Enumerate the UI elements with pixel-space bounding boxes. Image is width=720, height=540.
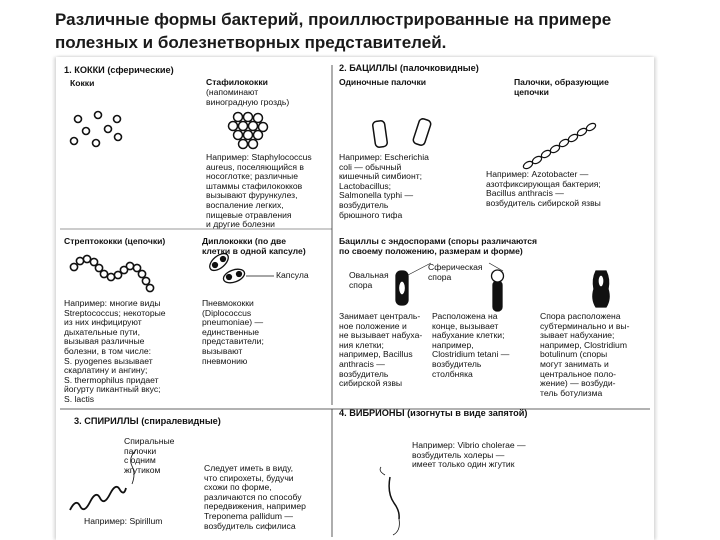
spirilla-label: Спиральные палочки с одним жгутиком: [124, 436, 175, 475]
subterminal-spore-text: Спора расположена субтерминально и вы- з…: [540, 311, 630, 398]
single-rods-label: Одиночные палочки: [339, 77, 427, 87]
chain-rods-example: Например: Azotobacter — азотфиксирующая …: [486, 169, 601, 208]
chain-rods-label: Палочки, образующие цепочки: [514, 77, 609, 97]
diplo-example: Пневмококки (Diplococcus pneumoniae) — е…: [202, 298, 264, 366]
endospore-subterminal-icon: [592, 270, 610, 308]
bacilli-heading: 2. БАЦИЛЛЫ (палочковидные): [339, 63, 479, 73]
single-rods-icon: [372, 118, 432, 148]
cocci-icon: [69, 110, 123, 148]
strep-example: Например: многие виды Streptococcus; нек…: [64, 298, 166, 404]
staph-label: Стафилококки: [206, 77, 268, 87]
vibrios-heading: 4. ВИБРИОНЫ (изогнуты в виде запятой): [339, 408, 528, 418]
terminal-spore-text: Расположена на конце, вызывает набухание…: [432, 311, 510, 379]
diplococci-icon: [209, 252, 274, 284]
staph-example: Например: Staphylococcus aureus, поселяю…: [206, 152, 312, 230]
endospore-label: Бациллы с эндоспорами (споры различаются…: [339, 236, 538, 256]
staphylococci-icon: [227, 111, 269, 150]
spirilla-example: Например: Spirillum: [84, 516, 163, 526]
slide-title: Различные формы бактерий, проиллюстриров…: [55, 10, 612, 52]
vibrio-icon: [379, 466, 400, 536]
strep-label: Стрептококки (цепочки): [64, 236, 166, 246]
vibrio-example: Например: Vibrio cholerae — возбудитель …: [412, 440, 526, 470]
central-spore-text: Занимает централь- ное положение и не вы…: [339, 311, 423, 389]
endospore-central-icon: [395, 270, 409, 306]
streptococci-icon: [69, 254, 155, 293]
single-rods-example: Например: Escherichia coli — обычный киш…: [339, 152, 429, 220]
spirilla-heading: 3. СПИРИЛЛЫ (спиралевидные): [74, 416, 221, 426]
capsule-label: Капсула: [276, 270, 309, 280]
cocci-label: Кокки: [70, 78, 95, 88]
sphere-spore-label: Сферическая спора: [428, 262, 483, 282]
chain-rods-icon: [522, 122, 597, 170]
bacteria-figure: 1. КОККИ (сферические) Кокки Стафилококк…: [56, 57, 654, 540]
bacteria-illustrations: [60, 65, 650, 537]
spirillum-icon: [69, 485, 127, 511]
staph-sub: (напоминают виноградную гроздь): [206, 87, 290, 107]
oval-spore-label: Овальная спора: [349, 270, 389, 290]
spirochete-note: Следует иметь в виду, что спирохеты, буд…: [204, 463, 306, 531]
endospore-terminal-icon: [490, 269, 505, 312]
cocci-heading: 1. КОККИ (сферические): [64, 65, 174, 75]
diplo-label: Диплококки (по две клетки в одной капсул…: [202, 236, 306, 256]
